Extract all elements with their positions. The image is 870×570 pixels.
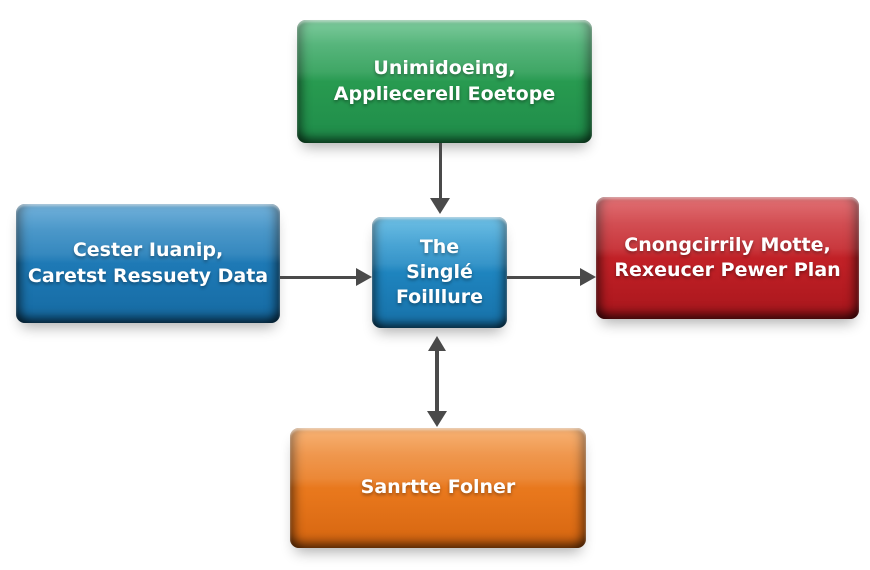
node-right-label-line1: Cnongcirrily Motte,: [624, 233, 831, 256]
node-center-label-line3: Foilllure: [395, 286, 484, 309]
node-top-label-line1: Unimidoeing,: [373, 57, 516, 80]
node-right-label-line2: Rexeucer Pewer Plan: [614, 259, 841, 281]
node-left-label-line2: Caretst Ressuety Data: [27, 264, 269, 287]
node-top-green: Unimidoeing, Appliecerell Eoetope: [297, 20, 592, 143]
node-bottom-label-line1: Sanrtte Folner: [360, 476, 516, 499]
node-bottom-orange: Sanrtte Folner: [290, 428, 586, 548]
node-center-label-line1: The: [419, 235, 460, 258]
node-left-label-line1: Cester Iuanip,: [72, 239, 224, 262]
node-top-label-line2: Appliecerell Eoetope: [333, 82, 556, 105]
node-right-red: Cnongcirrily Motte, Rexeucer Pewer Plan: [596, 197, 859, 319]
node-left-blue: Cester Iuanip, Caretst Ressuety Data: [16, 204, 280, 323]
node-center-label-line2: Singlé: [406, 260, 473, 283]
node-center-blue: The Singlé Foilllure: [372, 217, 507, 328]
